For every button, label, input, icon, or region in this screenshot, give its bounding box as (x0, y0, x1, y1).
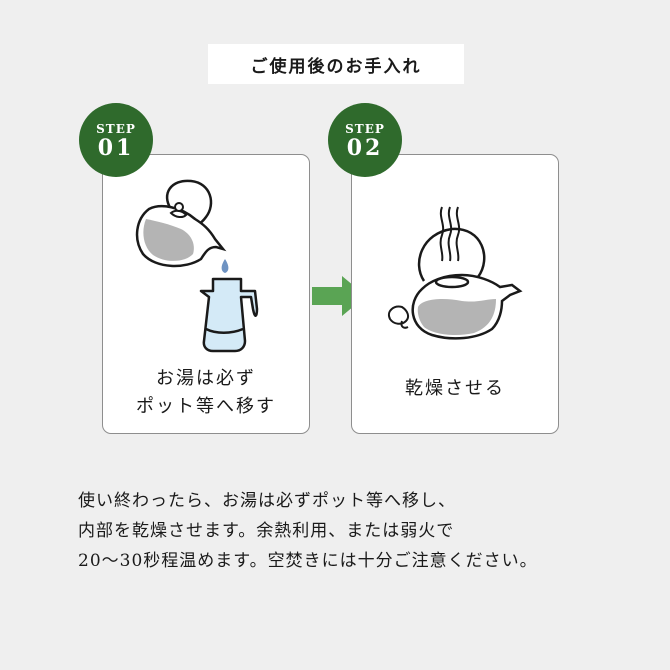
step-number: 01 (97, 134, 135, 161)
instruction-line-2: 内部を乾燥させます。余熱利用、または弱火で (78, 521, 455, 541)
step-01-card: お湯は必ず ポット等へ移す (102, 154, 310, 434)
step-01-badge: STEP 01 (79, 103, 153, 177)
step-02-caption: 乾燥させる (352, 375, 558, 403)
step-label: STEP (345, 121, 385, 136)
caption-line-2: ポット等へ移す (136, 396, 276, 417)
instruction-line-3: 20〜30秒程温めます。空焚きには十分ご注意ください。 (78, 551, 538, 571)
step-number: 02 (346, 134, 384, 161)
step-02-badge: STEP 02 (328, 103, 402, 177)
page-title-text: ご使用後のお手入れ (250, 56, 422, 77)
step-01-caption: お湯は必ず ポット等へ移す (103, 365, 309, 421)
care-instructions: 使い終わったら、お湯は必ずポット等へ移し、 内部を乾燥させます。余熱利用、または… (78, 486, 638, 576)
instruction-line-1: 使い終わったら、お湯は必ずポット等へ移し、 (78, 491, 456, 511)
step-label: STEP (96, 121, 136, 136)
step-02-card: 乾燥させる (351, 154, 559, 434)
caption-line-1: お湯は必ず (156, 368, 256, 389)
steaming-kettle-lid-off-icon (388, 206, 523, 340)
page-title: ご使用後のお手入れ (208, 44, 464, 84)
caption-line-1: 乾燥させる (405, 378, 505, 399)
kettle-pouring-into-pot-icon (135, 179, 259, 353)
